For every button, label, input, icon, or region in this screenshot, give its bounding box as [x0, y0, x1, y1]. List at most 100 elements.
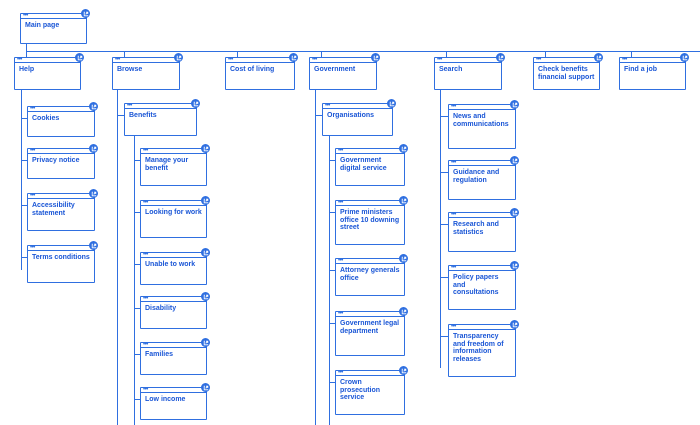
external-link-icon[interactable]: [399, 144, 408, 153]
connector-column-1: [124, 51, 125, 57]
page-card-column-5[interactable]: •••Check benefits financial support: [533, 53, 603, 90]
external-link-icon[interactable]: [510, 208, 519, 217]
page-card-organisations-child-2[interactable]: •••Attorney generals office: [335, 254, 408, 296]
window-dots-icon: •••: [143, 148, 148, 154]
external-link-icon[interactable]: [81, 9, 90, 18]
page-card-column-6[interactable]: •••Find a job: [619, 53, 689, 90]
page-card-organisations-child-3[interactable]: •••Government legal department: [335, 307, 408, 356]
page-card-search-child-4[interactable]: •••Transparency and freedom of informati…: [448, 320, 519, 377]
external-link-icon[interactable]: [510, 320, 519, 329]
external-link-icon[interactable]: [510, 156, 519, 165]
card-title-bar: [28, 250, 94, 251]
external-link-icon[interactable]: [174, 53, 183, 62]
page-card-benefits-child-0[interactable]: ••• Manage your benefit: [140, 144, 210, 186]
page-card-organisations-child-0[interactable]: ••• Government digital service: [335, 144, 408, 186]
card-title-bar: [28, 111, 94, 112]
connector-column-5: [545, 51, 546, 57]
card-label: Policy papers and consultations: [453, 274, 499, 297]
connector-column-6: [631, 51, 632, 57]
external-link-icon[interactable]: [201, 292, 210, 301]
card-title-bar: [141, 301, 206, 302]
external-link-icon[interactable]: [191, 99, 200, 108]
window-dots-icon: •••: [23, 13, 28, 19]
page-card-help-0[interactable]: •••Cookies: [27, 102, 98, 137]
external-link-icon[interactable]: [201, 338, 210, 347]
external-link-icon[interactable]: [510, 100, 519, 109]
page-card-organisations-child-1[interactable]: •••Prime ministers office 10 downing str…: [335, 196, 408, 245]
card-title-bar: [28, 153, 94, 154]
external-link-icon[interactable]: [201, 383, 210, 392]
card-label: Government digital service: [340, 157, 387, 172]
page-card-column-3[interactable]: •••Government: [309, 53, 380, 90]
window-dots-icon: •••: [115, 57, 120, 63]
card-label: Low income: [145, 396, 186, 403]
external-link-icon[interactable]: [399, 196, 408, 205]
window-dots-icon: •••: [312, 57, 317, 63]
external-link-icon[interactable]: [89, 144, 98, 153]
page-card-benefits-child-4[interactable]: •••Families: [140, 338, 210, 375]
page-card-search-child-3[interactable]: •••Policy papers and consultations: [448, 261, 519, 310]
page-card-organisations[interactable]: •••Organisations: [322, 99, 396, 136]
external-link-icon[interactable]: [399, 307, 408, 316]
window-dots-icon: •••: [127, 103, 132, 109]
card-title-bar: [336, 316, 404, 317]
page-card-benefits-child-5[interactable]: •••Low income: [140, 383, 210, 420]
card-title-bar: [449, 270, 515, 271]
page-card-benefits-child-1[interactable]: •••Looking for work: [140, 196, 210, 238]
card-title-bar: [449, 109, 515, 110]
card-label: Guidance and regulation: [453, 169, 500, 184]
page-card-help-2[interactable]: •••Accessibility statement: [27, 189, 98, 231]
external-link-icon[interactable]: [387, 99, 396, 108]
external-link-icon[interactable]: [399, 366, 408, 375]
page-card-column-0[interactable]: •••Help: [14, 53, 84, 90]
card-title-bar: [141, 347, 206, 348]
connector-benefits-branch: [134, 212, 140, 213]
external-link-icon[interactable]: [89, 102, 98, 111]
window-dots-icon: •••: [143, 200, 148, 206]
external-link-icon[interactable]: [289, 53, 298, 62]
external-link-icon[interactable]: [89, 189, 98, 198]
card-title-bar: [310, 62, 376, 63]
page-card-search-child-0[interactable]: •••News and communications: [448, 100, 519, 149]
card-label: Manage your benefit: [145, 157, 189, 172]
external-link-icon[interactable]: [399, 254, 408, 263]
page-card-search-child-2[interactable]: •••Research and statistics: [448, 208, 519, 252]
page-card-organisations-child-4[interactable]: •••Crown prosecution service: [335, 366, 408, 415]
external-link-icon[interactable]: [594, 53, 603, 62]
external-link-icon[interactable]: [371, 53, 380, 62]
connector-benefits-spine: [134, 136, 135, 425]
connector-browse-branch: [117, 115, 124, 116]
external-link-icon[interactable]: [680, 53, 689, 62]
window-dots-icon: •••: [338, 148, 343, 154]
card-label: Main page: [25, 22, 60, 29]
window-dots-icon: •••: [536, 57, 541, 63]
connector-column-2: [237, 51, 238, 57]
connector-column-4: [446, 51, 447, 57]
external-link-icon[interactable]: [201, 144, 210, 153]
page-card-benefits-child-3[interactable]: •••Disability: [140, 292, 210, 329]
page-card-main-page[interactable]: ••• Main page: [20, 9, 90, 44]
window-dots-icon: •••: [451, 324, 456, 330]
external-link-icon[interactable]: [89, 241, 98, 250]
card-label: Cost of living: [230, 66, 275, 73]
page-card-benefits-child-2[interactable]: •••Unable to work: [140, 248, 210, 285]
external-link-icon[interactable]: [75, 53, 84, 62]
external-link-icon[interactable]: [496, 53, 505, 62]
page-card-help-3[interactable]: •••Terms conditions: [27, 241, 98, 283]
connector-help-spine: [21, 90, 22, 270]
page-card-help-1[interactable]: •••Privacy notice: [27, 144, 98, 179]
page-card-search-child-1[interactable]: •••Guidance and regulation: [448, 156, 519, 200]
external-link-icon[interactable]: [510, 261, 519, 270]
page-card-column-2[interactable]: •••Cost of living: [225, 53, 298, 90]
window-dots-icon: •••: [143, 296, 148, 302]
card-title-bar: [449, 165, 515, 166]
page-card-benefits[interactable]: •••Benefits: [124, 99, 200, 136]
card-label: Find a job: [624, 66, 658, 73]
external-link-icon[interactable]: [201, 248, 210, 257]
page-card-column-1[interactable]: •••Browse: [112, 53, 183, 90]
connector-search-branch: [440, 277, 448, 278]
external-link-icon[interactable]: [201, 196, 210, 205]
connector-top-bus: [26, 51, 700, 52]
page-card-column-4[interactable]: •••Search: [434, 53, 505, 90]
window-dots-icon: •••: [338, 258, 343, 264]
